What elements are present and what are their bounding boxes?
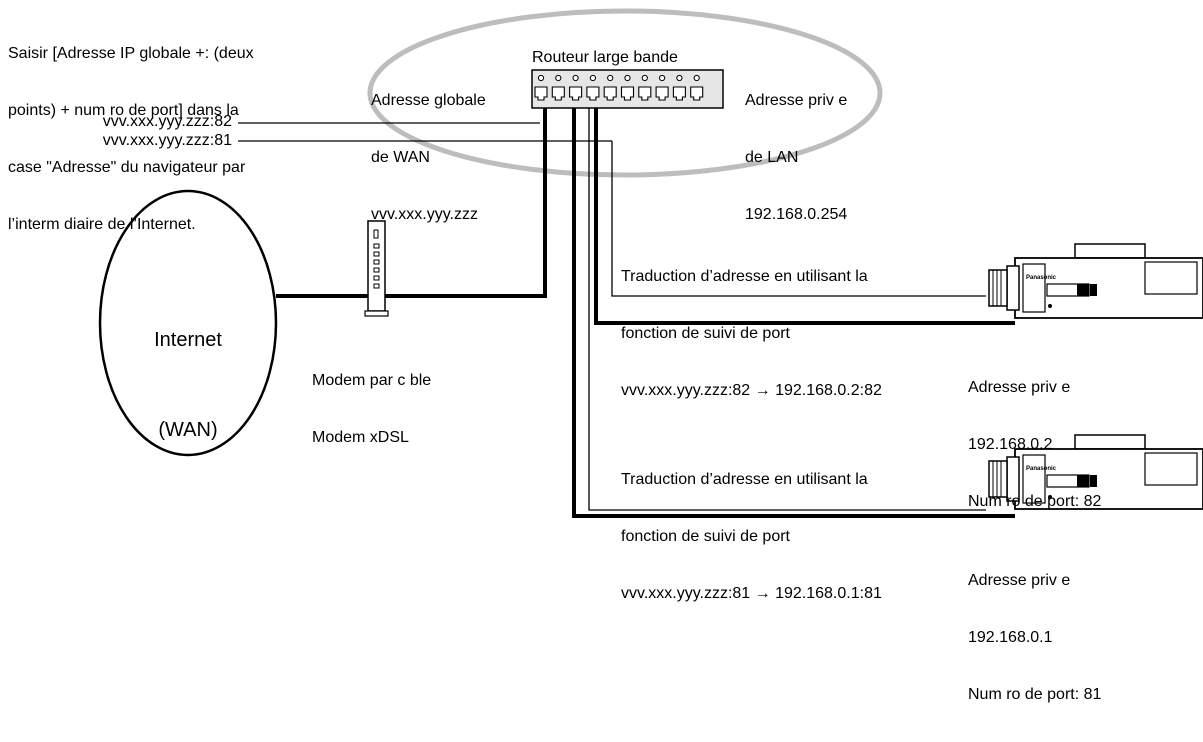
- lan-line-1: Adresse priv e: [745, 91, 847, 110]
- wan-line-3: vvv.xxx.yyy.zzz: [371, 205, 486, 224]
- modem-line-1: Modem par c ble: [312, 371, 431, 390]
- router-led: [694, 75, 699, 80]
- camera-bottom-label: Adresse priv e 192.168.0.1 Num ro de por…: [968, 533, 1101, 742]
- camera-bottom-line-1: Adresse priv e: [968, 571, 1101, 590]
- camera-top: Panasonic: [989, 244, 1203, 320]
- camera-top-line-1: Adresse priv e: [968, 378, 1101, 397]
- router-title: Routeur large bande: [532, 48, 678, 67]
- url-port-81: vvv.xxx.yyy.zzz:81: [30, 131, 232, 150]
- router-led: [590, 75, 595, 80]
- modem-label: Modem par c ble Modem xDSL: [312, 333, 431, 485]
- camera-bottom-line-3: Num ro de port: 81: [968, 685, 1101, 704]
- router-device: [532, 70, 723, 108]
- router-led: [538, 75, 543, 80]
- translation-81-line-1: Traduction d’adresse en utilisant la: [621, 470, 882, 489]
- instruction-line-3: case "Adresse" du navigateur par: [8, 158, 254, 177]
- translation-81-label: Traduction d’adresse en utilisant la fon…: [621, 432, 882, 641]
- camera-top-label: Adresse priv e 192.168.0.2 Num ro de por…: [968, 340, 1101, 549]
- wan-line-1: Adresse globale: [371, 91, 486, 110]
- internet-label: Internet (WAN): [120, 265, 256, 505]
- camera-top-line-2: 192.168.0.2: [968, 435, 1101, 454]
- url-port-82: vvv.xxx.yyy.zzz:82: [30, 112, 232, 131]
- internet-line-2: (WAN): [120, 415, 256, 445]
- router-led: [642, 75, 647, 80]
- camera-bottom-line-2: 192.168.0.1: [968, 628, 1101, 647]
- internet-line-1: Internet: [120, 325, 256, 355]
- lan-line-3: 192.168.0.254: [745, 205, 847, 224]
- router-led: [660, 75, 665, 80]
- router-led: [608, 75, 613, 80]
- router-led: [625, 75, 630, 80]
- translation-81-line-3: vvv.xxx.yyy.zzz:81 → 192.168.0.1:81: [621, 584, 882, 603]
- instruction-line-1: Saisir [Adresse IP globale +: (deux: [8, 44, 254, 63]
- translation-82-line-1: Traduction d’adresse en utilisant la: [621, 267, 882, 286]
- translation-82-label: Traduction d’adresse en utilisant la fon…: [621, 229, 882, 438]
- wan-line-2: de WAN: [371, 148, 486, 167]
- router-led: [556, 75, 561, 80]
- camera-top-brand: Panasonic: [1026, 275, 1057, 281]
- network-diagram: Panasonic Panasonic: [0, 0, 1203, 590]
- wan-address-label: Adresse globale de WAN vvv.xxx.yyy.zzz: [371, 53, 486, 262]
- translation-82-line-2: fonction de suivi de port: [621, 324, 882, 343]
- router-led: [677, 75, 682, 80]
- instruction-line-4: l’interm diaire de l’Internet.: [8, 215, 254, 234]
- translation-81-line-2: fonction de suivi de port: [621, 527, 882, 546]
- modem-line-2: Modem xDSL: [312, 428, 431, 447]
- router-led: [573, 75, 578, 80]
- translation-82-line-3: vvv.xxx.yyy.zzz:82 → 192.168.0.2:82: [621, 381, 882, 400]
- lan-line-2: de LAN: [745, 148, 847, 167]
- camera-top-line-3: Num ro de port: 82: [968, 492, 1101, 511]
